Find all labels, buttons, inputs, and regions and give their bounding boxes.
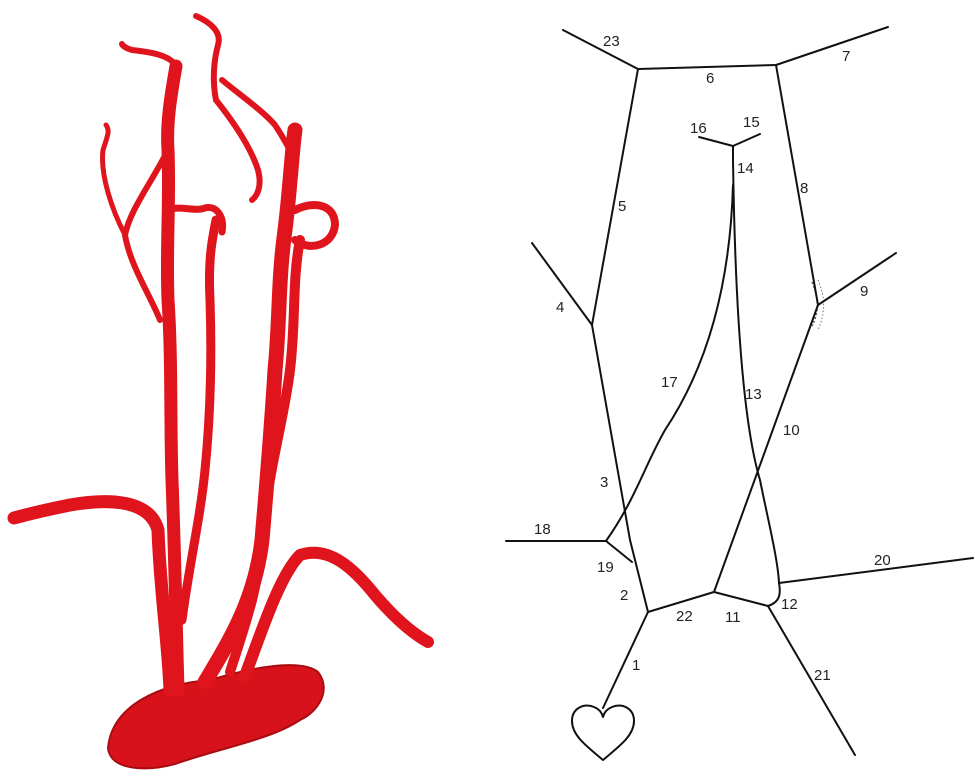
left-subclavian-artery xyxy=(14,502,170,690)
segment-label: 2 xyxy=(620,587,628,604)
segment-6 xyxy=(638,65,776,69)
right-subclavian-artery xyxy=(245,553,428,676)
segment-15 xyxy=(733,134,760,146)
left-vertebral-artery xyxy=(182,220,216,620)
segment-3 xyxy=(592,325,630,540)
segment-label: 1 xyxy=(632,657,640,674)
segment-label: 13 xyxy=(745,386,762,403)
segment-label: 20 xyxy=(874,552,891,569)
heart-icon xyxy=(572,706,634,760)
segment-17 xyxy=(606,185,733,541)
segment-23 xyxy=(563,30,638,69)
segment-label: 12 xyxy=(781,596,798,613)
segment-label: 7 xyxy=(842,48,850,65)
arterial-tree-3d-render xyxy=(14,16,428,768)
segment-5 xyxy=(592,69,638,325)
segment-label: 22 xyxy=(676,608,693,625)
segment-label: 10 xyxy=(783,422,800,439)
segment-label: 9 xyxy=(860,283,868,300)
segment-label: 5 xyxy=(618,198,626,215)
segment-16 xyxy=(699,137,733,146)
segment-label: 21 xyxy=(814,667,831,684)
segment-label: 15 xyxy=(743,114,760,131)
segment-21 xyxy=(768,606,855,755)
segment-label: 8 xyxy=(800,180,808,197)
aortic-arch xyxy=(108,665,324,768)
left-top-branch xyxy=(122,44,176,66)
right-intracranial-branch xyxy=(216,100,260,200)
left-distal-branch xyxy=(103,125,125,235)
segment-label: 18 xyxy=(534,521,551,538)
segment-label: 23 xyxy=(603,33,620,50)
segment-7 xyxy=(776,27,888,65)
segment-label: 16 xyxy=(690,120,707,137)
arterial-tree-schematic: 1 2 3 4 5 6 7 8 9 10 11 12 13 14 15 16 1… xyxy=(506,27,973,760)
segment-label: 4 xyxy=(556,299,564,316)
segment-label: 14 xyxy=(737,160,754,177)
segment-2 xyxy=(630,540,648,612)
right-top-branch xyxy=(196,16,219,100)
segment-11 xyxy=(714,592,768,606)
segment-label: 17 xyxy=(661,374,678,391)
segment-label: 6 xyxy=(706,70,714,87)
left-common-carotid xyxy=(167,66,178,690)
segment-label: 3 xyxy=(600,474,608,491)
segment-10 xyxy=(714,305,818,592)
right-cerebral-branch xyxy=(295,205,335,246)
segment-8 xyxy=(776,65,818,305)
segment-label: 11 xyxy=(725,609,741,626)
segment-12 xyxy=(768,583,780,606)
segment-1 xyxy=(603,612,648,708)
segment-9 xyxy=(818,253,896,305)
segment-label: 19 xyxy=(597,559,614,576)
